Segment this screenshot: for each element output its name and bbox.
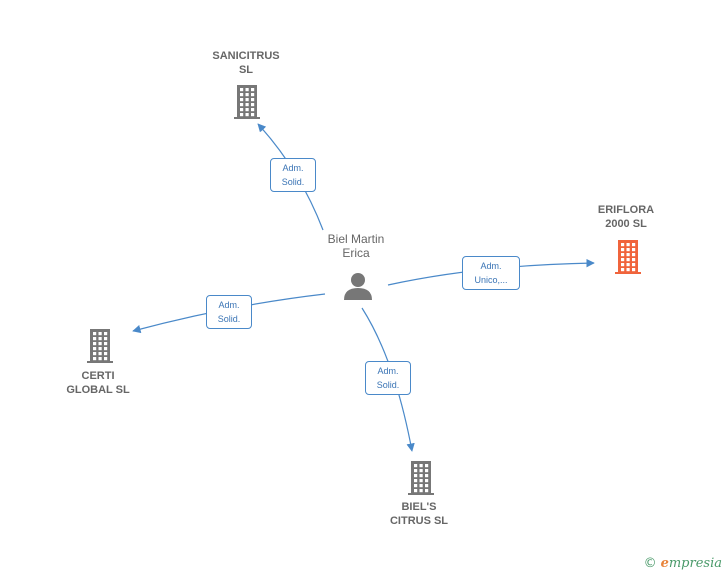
edge-label-eriflora[interactable]: Adm. Unico,... — [462, 256, 520, 290]
building-icon-certi[interactable] — [87, 329, 113, 363]
brand-logo-initial: e — [660, 556, 669, 571]
person-icon[interactable] — [344, 273, 372, 300]
node-label-person[interactable]: Biel Martin Erica — [327, 232, 385, 260]
node-label-biels[interactable]: BIEL'S CITRUS SL — [389, 501, 449, 527]
node-label-eriflora[interactable]: ERIFLORA 2000 SL — [597, 204, 655, 230]
copyright-notice: ©empresia — [644, 556, 722, 571]
edge-label-biels[interactable]: Adm. Solid. — [365, 361, 411, 395]
building-icon-biels[interactable] — [408, 461, 434, 495]
copyright-symbol: © — [643, 556, 657, 571]
edge-label-certi[interactable]: Adm. Solid. — [206, 295, 252, 329]
edge-label-sanicitrus[interactable]: Adm. Solid. — [270, 158, 316, 192]
node-label-sanicitrus[interactable]: SANICITRUS SL — [212, 50, 280, 76]
building-icon-sanicitrus[interactable] — [234, 85, 260, 119]
building-icon-eriflora[interactable] — [615, 240, 641, 274]
node-label-certi[interactable]: CERTI GLOBAL SL — [66, 370, 130, 396]
brand-logo-text: mpresia — [668, 556, 722, 571]
